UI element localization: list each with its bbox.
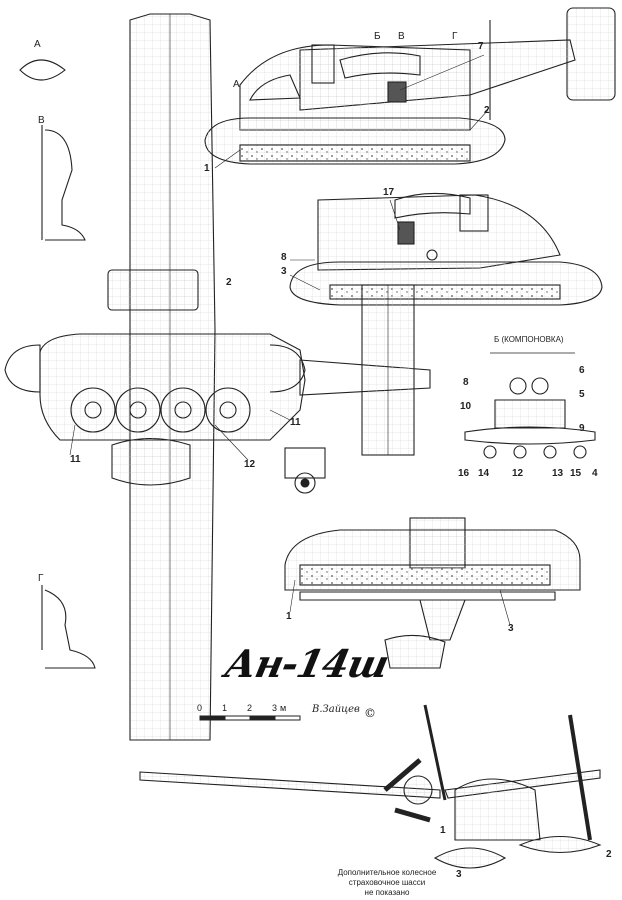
- callout-3-middle: 3: [281, 266, 287, 277]
- section-label-a-side: А: [233, 79, 240, 90]
- section-label-a-left: А: [34, 39, 41, 50]
- callout-2-plan: 2: [226, 277, 232, 288]
- callout-2-upper: 2: [484, 105, 490, 116]
- section-label-b-side: Б: [374, 31, 381, 42]
- scale-bar: [199, 715, 301, 721]
- callout-15: 15: [570, 468, 582, 479]
- callout-8-layout: 8: [463, 377, 469, 388]
- side-view-lower: [284, 517, 581, 669]
- callout-12-plan: 12: [244, 459, 256, 470]
- callout-11-plan-right: 11: [290, 417, 301, 428]
- plan-view: [4, 13, 431, 741]
- callout-2-front: 2: [606, 849, 612, 860]
- callout-3-lower: 3: [508, 623, 514, 634]
- callout-8-middle: 8: [281, 252, 287, 263]
- side-view-upper: [204, 7, 616, 165]
- side-view-middle: [289, 192, 603, 306]
- landing-gear-note: Дополнительное колесное страховочное шас…: [322, 868, 452, 898]
- note-line-3: не показано: [364, 888, 410, 897]
- scale-label-0: 0: [197, 703, 203, 713]
- scale-label-2: 2: [247, 703, 253, 713]
- callout-14: 14: [478, 468, 490, 479]
- note-line-1: Дополнительное колесное: [337, 868, 437, 877]
- scale-label-1: 1: [222, 703, 228, 713]
- copyright-mark: ©: [364, 706, 376, 720]
- drawing-title: Ан-14ш: [221, 641, 393, 686]
- callout-17: 17: [383, 187, 395, 198]
- callout-6: 6: [579, 365, 585, 376]
- callout-10: 10: [460, 401, 472, 412]
- callout-3-front: 3: [456, 869, 462, 880]
- callout-7: 7: [478, 41, 484, 52]
- scale-unit: м: [280, 703, 287, 713]
- section-label-v-side: В: [398, 31, 405, 42]
- section-profiles: [19, 59, 96, 669]
- note-line-2: страховочное шасси: [348, 878, 426, 887]
- layout-section: [464, 352, 596, 459]
- wheel-detail: [284, 447, 326, 494]
- author-signature: В.Зайцев: [312, 704, 360, 715]
- front-view: [139, 704, 602, 869]
- callout-16: 16: [458, 468, 470, 479]
- scale-label-3: 3: [272, 703, 278, 713]
- section-label-g-left: Г: [38, 573, 44, 584]
- callout-12-layout: 12: [512, 468, 524, 479]
- callout-4: 4: [592, 468, 598, 479]
- callout-5: 5: [579, 389, 585, 400]
- section-label-v-left: В: [38, 115, 45, 126]
- section-label-g-side: Г: [452, 31, 458, 42]
- callout-1-upper: 1: [204, 163, 210, 174]
- callout-13: 13: [552, 468, 564, 479]
- callout-1-front: 1: [440, 825, 446, 836]
- leader-lines: [69, 54, 511, 626]
- callout-11-plan-left: 11: [70, 454, 81, 465]
- layout-section-title: Б (КОМПОНОВКА): [494, 335, 564, 344]
- callout-1-lower: 1: [286, 611, 292, 622]
- callout-9: 9: [579, 423, 585, 434]
